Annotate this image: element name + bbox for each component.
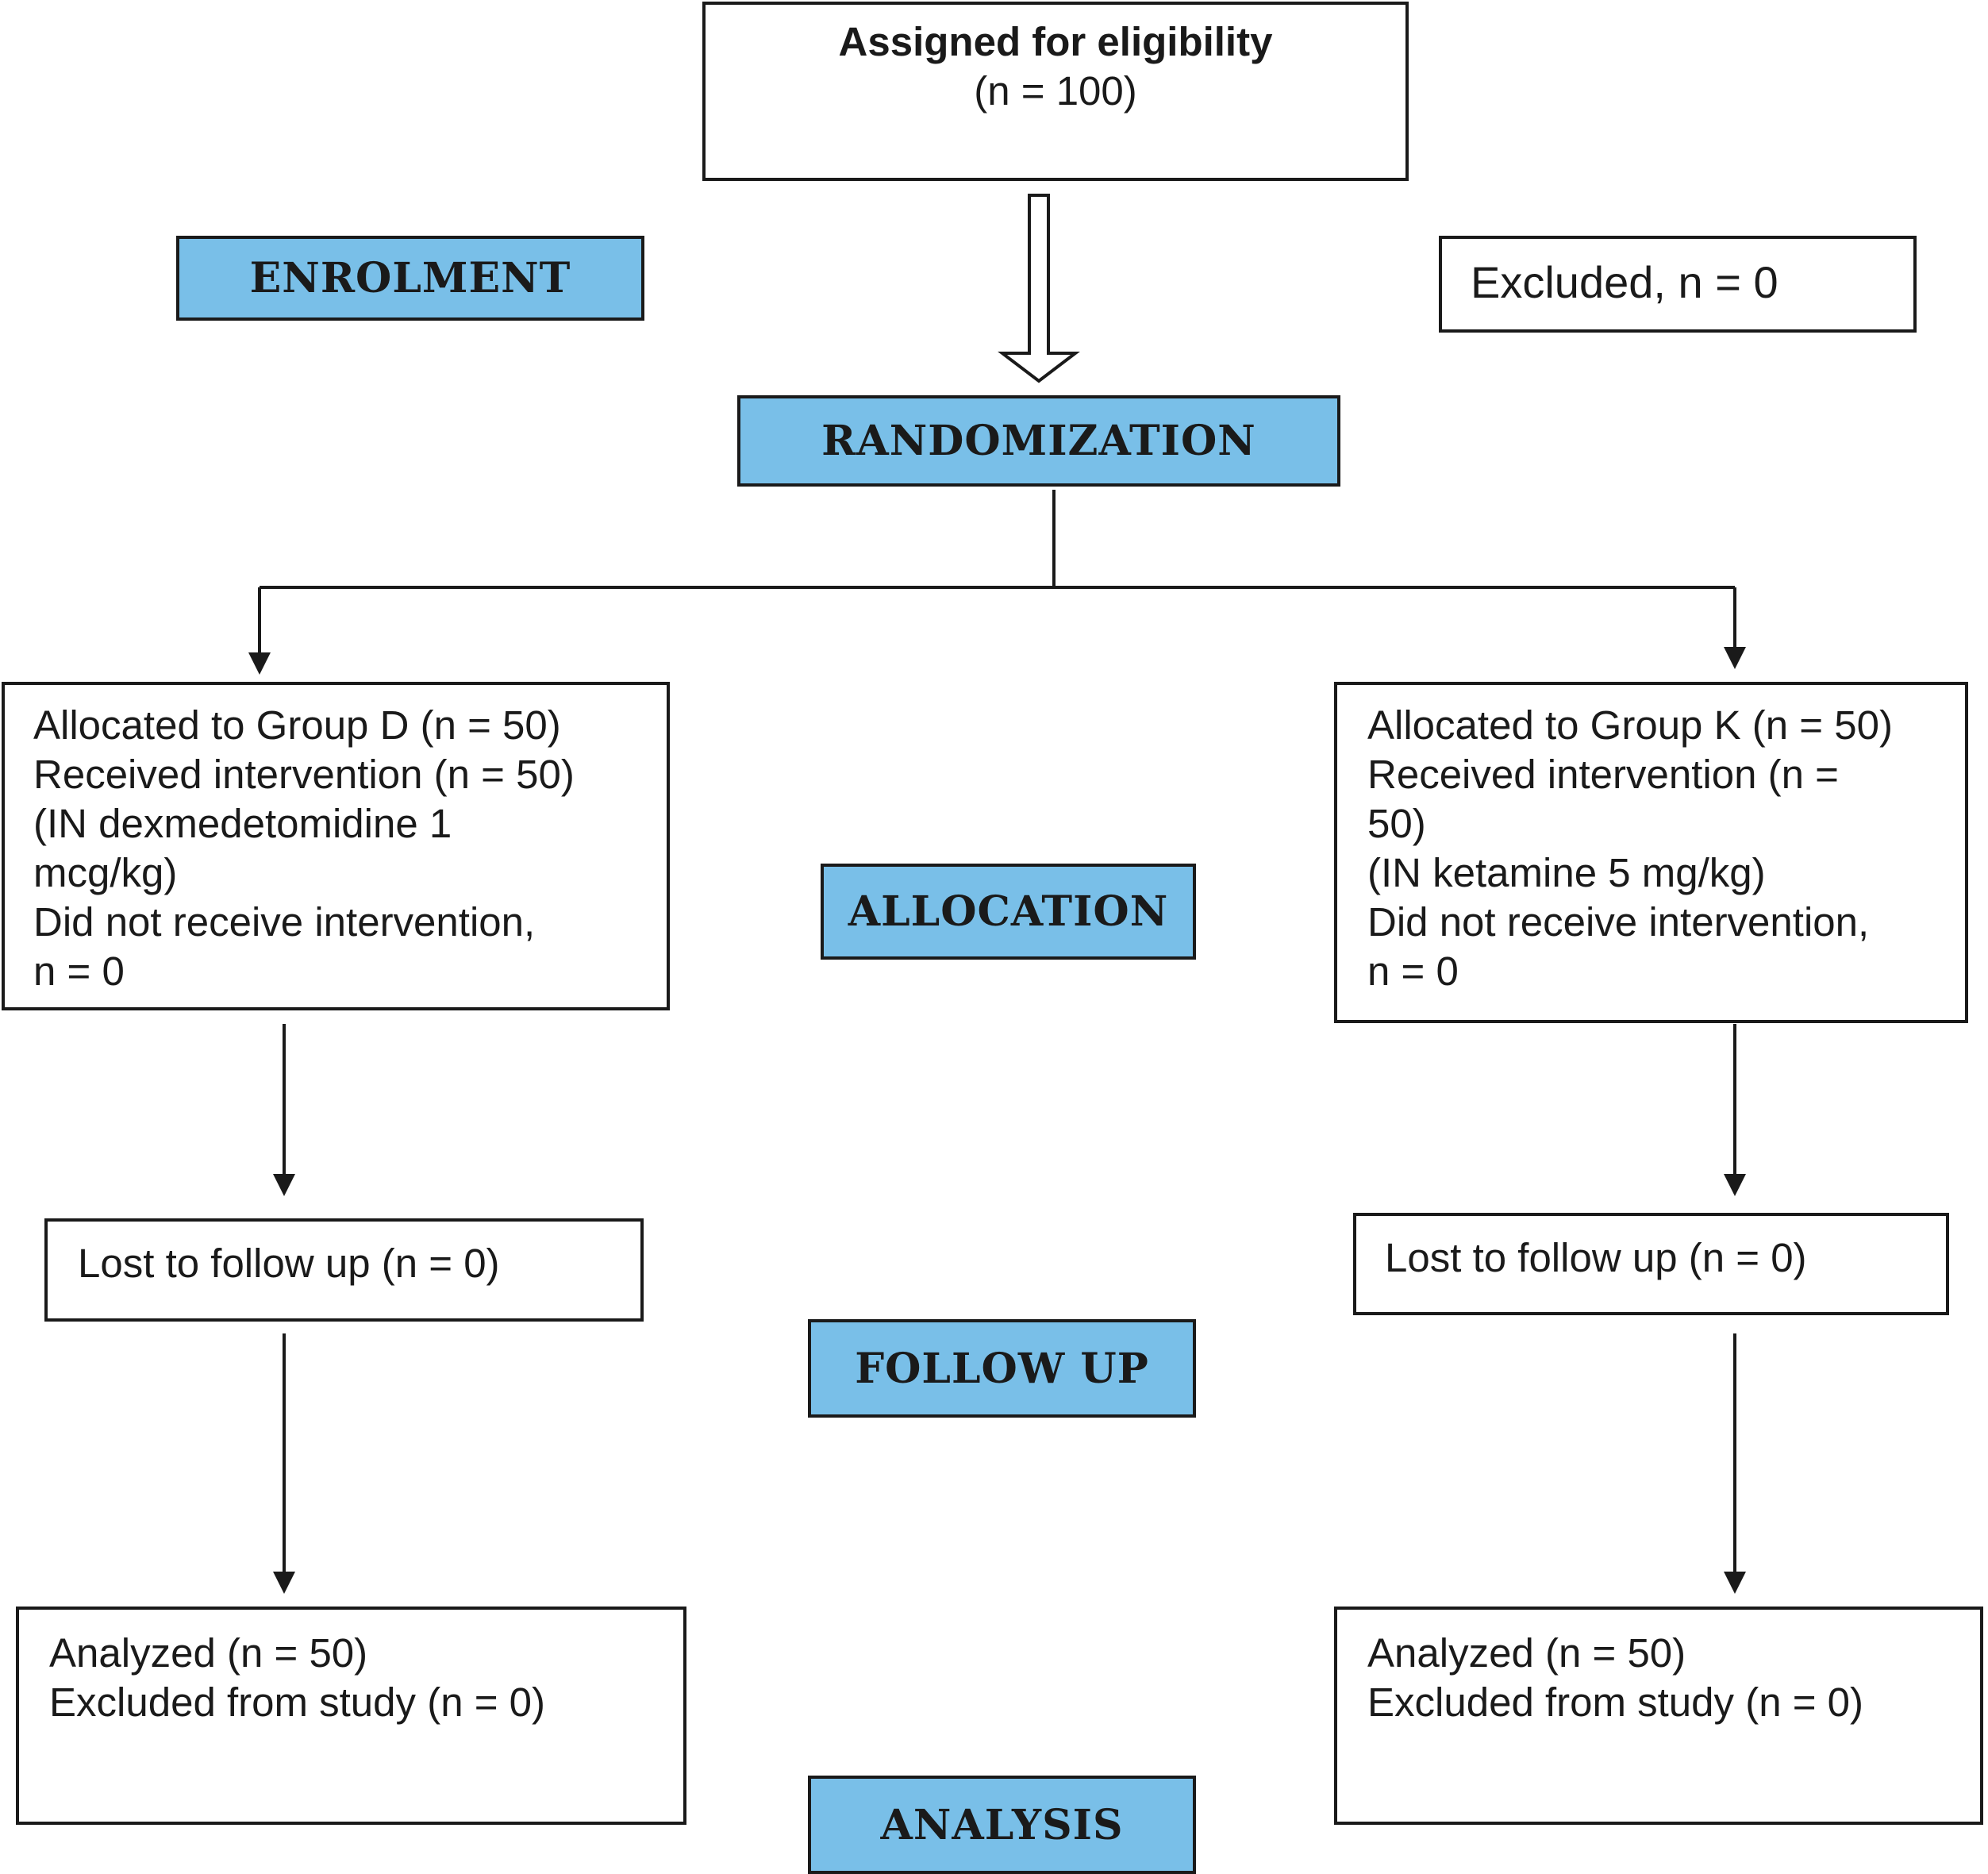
group-k-analysis-line: Analyzed (n = 50) — [1367, 1630, 1686, 1676]
group-d-allocation-line: Allocated to Group D (n = 50) — [33, 702, 561, 748]
stage-follow-up: FOLLOW UP — [808, 1319, 1196, 1418]
stage-randomization: RANDOMIZATION — [737, 395, 1340, 487]
stage-enrolment: ENROLMENT — [176, 236, 644, 321]
group-k-allocation-box: Allocated to Group K (n = 50) Received i… — [1334, 682, 1968, 1023]
group-k-followup-text: Lost to follow up (n = 0) — [1385, 1235, 1807, 1280]
arrowhead-k-analysis — [1724, 1572, 1746, 1594]
eligibility-count: (n = 100) — [974, 68, 1137, 114]
group-d-allocation-line: n = 0 — [33, 949, 125, 994]
group-d-allocation-line: Did not receive intervention, — [33, 899, 536, 945]
group-k-analysis-line: Excluded from study (n = 0) — [1367, 1680, 1864, 1725]
eligibility-title: Assigned for eligibility — [838, 19, 1273, 64]
group-d-analysis-line: Analyzed (n = 50) — [49, 1630, 368, 1676]
group-k-allocation-line: Did not receive intervention, — [1367, 899, 1870, 945]
arrowhead-d-analysis — [273, 1572, 295, 1594]
arrowhead-group-k — [1724, 647, 1746, 669]
group-d-allocation-line: (IN dexmedetomidine 1 — [33, 801, 452, 846]
group-d-allocation-line: mcg/kg) — [33, 850, 178, 895]
stage-analysis: ANALYSIS — [808, 1776, 1196, 1874]
stage-allocation: ALLOCATION — [821, 864, 1196, 960]
excluded-box: Excluded, n = 0 — [1439, 236, 1917, 333]
group-d-followup-box: Lost to follow up (n = 0) — [44, 1218, 644, 1322]
group-k-allocation-line: 50) — [1367, 801, 1426, 846]
excluded-text: Excluded, n = 0 — [1471, 257, 1778, 307]
group-k-analysis-box: Analyzed (n = 50) Excluded from study (n… — [1334, 1607, 1983, 1825]
hollow-down-arrow — [998, 194, 1080, 383]
group-k-allocation-line: Allocated to Group K (n = 50) — [1367, 702, 1893, 748]
group-k-allocation-line: n = 0 — [1367, 949, 1459, 994]
group-k-allocation-line: Received intervention (n = — [1367, 752, 1839, 797]
eligibility-box: Assigned for eligibility (n = 100) — [702, 2, 1409, 181]
group-d-allocation-box: Allocated to Group D (n = 50) Received i… — [2, 682, 670, 1010]
group-d-followup-text: Lost to follow up (n = 0) — [78, 1241, 500, 1286]
group-d-analysis-line: Excluded from study (n = 0) — [49, 1680, 546, 1725]
arrowhead-k-followup — [1724, 1174, 1746, 1196]
group-k-allocation-line: (IN ketamine 5 mg/kg) — [1367, 850, 1766, 895]
group-d-analysis-box: Analyzed (n = 50) Excluded from study (n… — [16, 1607, 686, 1825]
arrowhead-d-followup — [273, 1174, 295, 1196]
group-k-followup-box: Lost to follow up (n = 0) — [1353, 1213, 1949, 1315]
group-d-allocation-line: Received intervention (n = 50) — [33, 752, 575, 797]
arrowhead-group-d — [248, 652, 271, 675]
